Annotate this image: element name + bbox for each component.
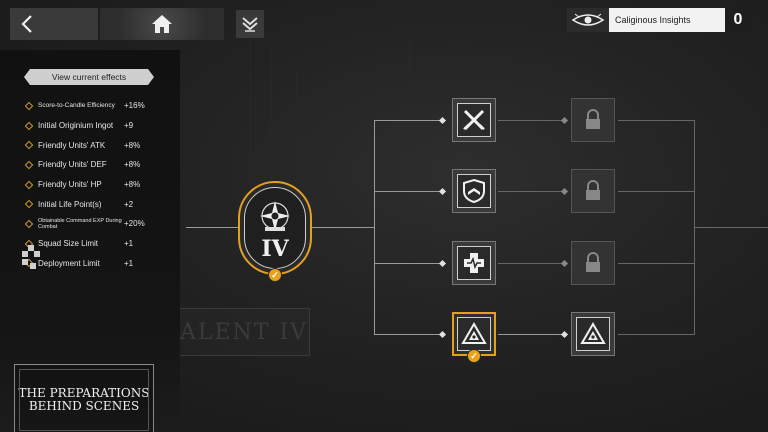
tree-line — [186, 227, 238, 228]
list-item: Deployment Limit +1 — [24, 254, 176, 274]
list-item: Friendly Units' DEF +8% — [24, 155, 176, 175]
list-item: Friendly Units' HP +8% — [24, 175, 176, 195]
root-talent-node[interactable]: IV — [238, 181, 312, 275]
tree-line — [374, 263, 442, 264]
diamond-icon — [24, 219, 34, 229]
tree-line — [374, 120, 375, 335]
shield-icon — [463, 178, 485, 204]
lock-icon — [586, 252, 600, 272]
diamond-icon — [24, 121, 34, 130]
effect-name: Deployment Limit — [38, 258, 100, 268]
tree-line — [618, 334, 694, 335]
diamond-icon — [24, 160, 34, 170]
list-item: Initial Originium Ingot +9 — [24, 116, 176, 136]
lock-icon — [586, 180, 600, 200]
talent-node-defense[interactable] — [452, 169, 496, 213]
talent-node-attack[interactable] — [452, 98, 496, 142]
root-node-inner: IV — [244, 187, 306, 269]
triangle-eye-icon — [580, 322, 606, 344]
diamond-icon — [24, 180, 34, 189]
insights-count: 0 — [725, 8, 751, 32]
list-item: Squad Size Limit +1 — [24, 234, 176, 254]
caliginous-insights[interactable]: Caliginous Insights 0 — [567, 8, 751, 32]
top-nav — [10, 8, 224, 40]
chevron-left-icon — [21, 15, 32, 33]
effect-value: +16% — [124, 101, 145, 111]
tree-line — [374, 191, 442, 192]
back-button[interactable] — [10, 8, 98, 40]
theme-card: THE PREPARATIONS BEHIND SCENES — [14, 364, 154, 432]
effect-name: Score-to-Candle Efficiency — [38, 102, 115, 110]
diamond-icon — [24, 140, 34, 150]
home-icon — [152, 15, 172, 33]
effect-value: +2 — [124, 199, 134, 209]
tree-line — [374, 334, 442, 335]
effect-value: +8% — [124, 140, 141, 150]
talent-watermark: ALENT IV — [178, 308, 310, 356]
lock-icon — [586, 109, 600, 129]
check-icon: ✓ — [268, 268, 282, 282]
effects-list: Score-to-Candle Efficiency +16% Initial … — [24, 96, 176, 274]
effect-name: Friendly Units' DEF — [38, 160, 107, 170]
effect-value: +8% — [124, 160, 141, 170]
list-item: Score-to-Candle Efficiency +16% — [24, 96, 176, 116]
tree-line — [498, 263, 564, 264]
eye-icon — [567, 8, 609, 32]
diamond-icon — [24, 101, 34, 111]
tree-line — [498, 191, 564, 192]
network-button[interactable] — [236, 10, 264, 38]
list-item: Obtainable Command EXP During Combat +20… — [24, 214, 176, 234]
crossed-swords-icon — [463, 109, 485, 131]
tree-line — [694, 227, 768, 228]
medical-cross-icon — [464, 253, 484, 273]
compass-star-icon — [260, 201, 290, 231]
effect-value: +1 — [124, 258, 134, 268]
tree-line — [374, 120, 442, 121]
diamond-icon — [24, 200, 34, 209]
effect-value: +20% — [124, 219, 145, 229]
talent-node-locked[interactable] — [571, 241, 615, 285]
theme-title-line2: BEHIND SCENES — [28, 399, 140, 413]
network-crest-icon — [242, 17, 258, 32]
root-numeral: IV — [261, 236, 289, 262]
talent-node-health[interactable] — [452, 241, 496, 285]
effect-name: Friendly Units' ATK — [38, 140, 106, 150]
effect-name: Initial Life Point(s) — [38, 199, 102, 209]
talent-node-locked[interactable] — [571, 98, 615, 142]
tree-line — [498, 334, 564, 335]
effect-name: Initial Originium Ingot — [38, 121, 114, 131]
theme-title-line1: THE PREPARATIONS — [18, 386, 150, 400]
triangle-eye-icon — [461, 322, 487, 344]
effect-name: Squad Size Limit — [38, 239, 99, 249]
tree-line — [618, 263, 694, 264]
home-button[interactable] — [100, 8, 224, 40]
list-item: Friendly Units' ATK +8% — [24, 135, 176, 155]
talent-node-insight[interactable] — [452, 312, 496, 356]
pixel-decoration-icon — [22, 245, 44, 271]
view-effects-button[interactable]: View current effects — [24, 69, 154, 85]
insights-label: Caliginous Insights — [615, 15, 691, 25]
tree-line — [312, 227, 374, 228]
check-icon: ✓ — [467, 349, 481, 363]
talent-node-locked[interactable] — [571, 169, 615, 213]
effect-value: +1 — [124, 239, 134, 249]
effect-name: Obtainable Command EXP During Combat — [38, 217, 122, 230]
effect-value: +8% — [124, 180, 141, 190]
background-decoration — [250, 40, 410, 260]
tree-line — [498, 120, 564, 121]
talent-node-insight-advanced[interactable] — [571, 312, 615, 356]
tree-line — [618, 191, 694, 192]
list-item: Initial Life Point(s) +2 — [24, 194, 176, 214]
effect-name: Friendly Units' HP — [38, 180, 102, 190]
tree-line — [618, 120, 694, 121]
effects-panel: View current effects Score-to-Candle Eff… — [0, 50, 180, 432]
effect-value: +9 — [124, 121, 134, 131]
